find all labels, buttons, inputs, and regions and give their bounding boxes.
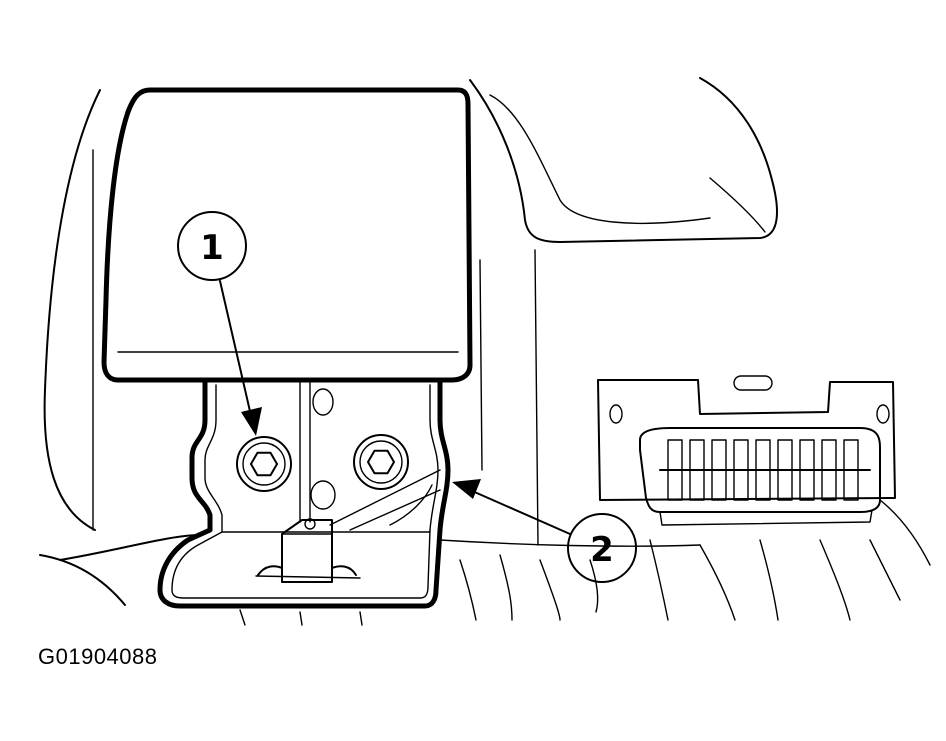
diagnostic-connector bbox=[597, 375, 896, 526]
connector-pins bbox=[659, 439, 871, 501]
figure-code: G01904088 bbox=[38, 644, 158, 669]
dashboard-structure bbox=[39, 77, 931, 606]
callout-1: 1 bbox=[177, 211, 262, 436]
control-module bbox=[101, 87, 473, 383]
callout-2-arrowhead bbox=[452, 479, 481, 499]
callout-2: 2 bbox=[452, 479, 637, 583]
wiring-harness bbox=[239, 539, 901, 626]
callout-2-label: 2 bbox=[590, 530, 614, 570]
bracket-clip bbox=[255, 518, 361, 583]
mounting-bolt-right bbox=[353, 434, 409, 490]
mounting-bolt-left bbox=[236, 436, 292, 492]
mounting-bracket bbox=[157, 377, 451, 609]
callout-1-label: 1 bbox=[200, 228, 224, 268]
callout-1-arrowhead bbox=[241, 407, 262, 436]
